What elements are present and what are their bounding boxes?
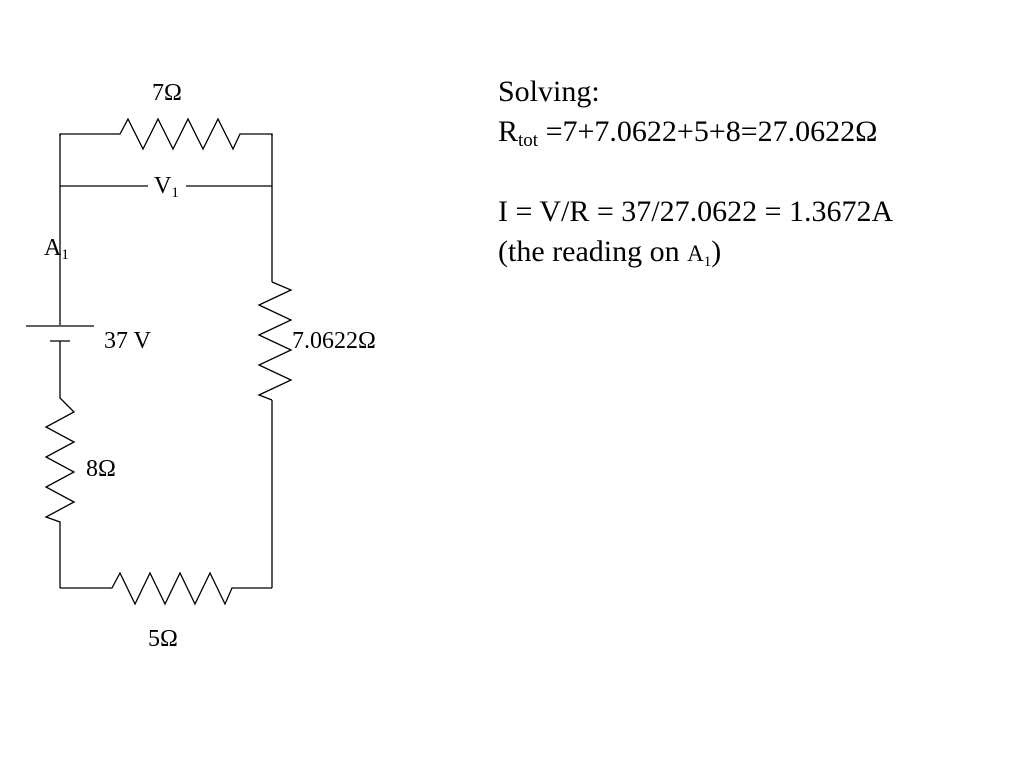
rtot-symbol: R [498,115,519,148]
current-line: I = V/R = 37/27.0622 = 1.3672A [498,195,894,228]
solution-heading: Solving: [498,75,600,108]
resistor-top-label: 7Ω [152,80,182,106]
top-resistor-wire [59,117,273,151]
left-resistor-wire [44,341,76,537]
resistor-bottom-label: 5Ω [148,626,178,652]
right-resistor-wire [257,281,293,401]
resistor-left-label: 8Ω [86,456,116,482]
voltmeter-index: 1 [171,185,179,201]
bottom-resistor-wire [60,571,272,606]
reading-symbol: A [687,241,704,266]
voltmeter-label: V1 [154,173,179,201]
battery-label: 37 V [104,328,151,354]
rtot-subscript: tot [518,130,539,151]
reading-suffix: ) [711,235,722,268]
reading-subscript: 1 [703,254,712,270]
resistor-right-label: 7.0622Ω [292,328,376,354]
ammeter-label: A1 [44,235,69,263]
reading-prefix: (the reading on [498,235,688,268]
voltmeter-symbol: V [154,173,172,199]
solution-text: Solving: Rtot =7+7.0622+5+8=27.0622Ω I =… [498,72,893,272]
reading-line: (the reading on A1) [498,232,893,272]
rtot-expression: =7+7.0622+5+8=27.0622Ω [538,115,878,148]
rtot-line: Rtot =7+7.0622+5+8=27.0622Ω [498,112,893,152]
ammeter-symbol: A [44,235,62,261]
reading-meter: A1 [687,241,711,270]
ammeter-index: 1 [61,247,69,263]
